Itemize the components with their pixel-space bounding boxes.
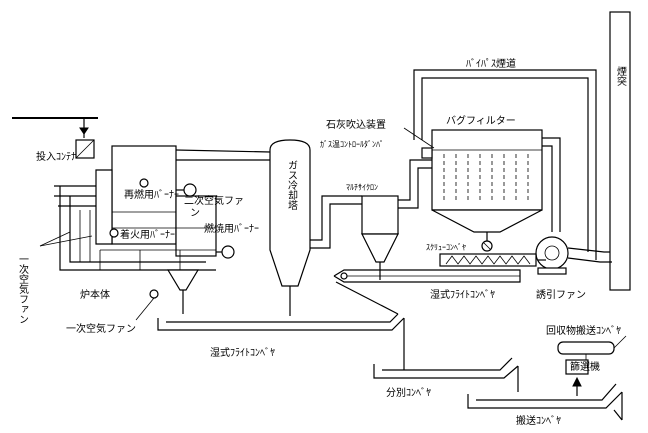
filter-outlet-duct bbox=[542, 137, 561, 232]
label-recovered-conveyor: 回収物搬送ｺﾝﾍﾞﾔ bbox=[546, 324, 621, 337]
label-secondary-air-fan-1: 二次空気ファ bbox=[184, 194, 244, 207]
multi-cyclone bbox=[361, 195, 399, 280]
label-sorting-conveyor: 分別ｺﾝﾍﾞﾔ bbox=[386, 387, 431, 399]
chimney bbox=[609, 11, 631, 291]
separator bbox=[565, 354, 589, 396]
secondary-air-fan-icon bbox=[176, 183, 197, 197]
lime-injector-pointer bbox=[403, 127, 435, 149]
label-wet-flight-conveyor-right: 湿式ﾌﾗｲﾄｺﾝﾍﾞﾔ bbox=[430, 288, 495, 301]
label-primary-air-fan: 一次空気ファン bbox=[66, 322, 136, 335]
induced-draft-fan bbox=[535, 236, 612, 275]
bypass-flue-duct bbox=[413, 69, 597, 260]
bag-filter bbox=[431, 129, 543, 252]
label-chimney: 煙突 bbox=[615, 66, 627, 87]
label-transport-conveyor: 搬送ｺﾝﾍﾞﾔ bbox=[516, 414, 561, 427]
recovered-conveyor bbox=[557, 335, 627, 355]
furnace-outlet-duct bbox=[175, 149, 271, 161]
label-wet-flight-conveyor-bottom: 湿式ﾌﾗｲﾄｺﾝﾍﾞﾔ bbox=[210, 346, 275, 359]
transport-conveyor bbox=[467, 383, 623, 421]
label-induced-draft-fan: 誘引ファン bbox=[536, 288, 586, 301]
label-primary-air-fan-vertical: 一次空気ファン bbox=[17, 254, 29, 324]
label-reburn-burner: 再燃用ﾊﾞｰﾅｰ bbox=[124, 188, 179, 201]
label-gas-cooling-tower: ガス冷却塔 bbox=[286, 160, 298, 211]
label-lime-injector: 石灰吹込装置 bbox=[326, 118, 386, 131]
label-bypass-flue: ﾊﾞｲﾊﾟｽ煙道 bbox=[466, 57, 516, 70]
ignition-burner-icon bbox=[109, 228, 119, 238]
label-separator: 篩選機 bbox=[570, 360, 600, 373]
primary-air-fan-icon bbox=[135, 289, 159, 321]
overhead-crane bbox=[12, 117, 98, 138]
label-ignition-burner: 着火用ﾊﾞｰﾅｰ bbox=[120, 228, 175, 241]
wet-flight-conveyor-bottom bbox=[157, 313, 405, 370]
label-secondary-air-fan-2: ン bbox=[190, 208, 200, 219]
gas-cooling-tower bbox=[269, 139, 311, 316]
primary-air-pointer-1 bbox=[39, 231, 71, 247]
reburn-burner-icon bbox=[139, 178, 149, 188]
label-screw-conveyor: ｽｸﾘｭｰｺﾝﾍﾞﾔ bbox=[426, 243, 466, 252]
label-gas-temp-damper: ｶﾞｽ温ｺﾝﾄﾛｰﾙﾀﾞﾝﾊﾟ bbox=[320, 140, 384, 149]
screw-conveyor bbox=[439, 253, 546, 267]
label-furnace-body: 炉本体 bbox=[80, 288, 110, 301]
furnace-body bbox=[54, 145, 217, 314]
filter-bags bbox=[443, 154, 529, 200]
tower-outlet-duct bbox=[310, 195, 362, 249]
input-container bbox=[75, 139, 95, 159]
label-multi-cyclone: ﾏﾙﾁｻｲｸﾛﾝ bbox=[346, 183, 378, 192]
label-bag-filter: バグフィルター bbox=[446, 114, 516, 127]
primary-air-pointer-2 bbox=[39, 235, 93, 247]
cyclone-outlet-duct bbox=[398, 159, 432, 209]
gas-temp-damper-icon bbox=[421, 147, 433, 159]
wet-flight-conveyor-right bbox=[333, 269, 521, 315]
combustion-burner-icon bbox=[216, 245, 235, 259]
sorting-conveyor bbox=[373, 357, 519, 392]
label-input-container: 投入ｺﾝﾃﾅ bbox=[36, 150, 76, 163]
label-combustion-burner: 燃焼用ﾊﾞｰﾅｰ bbox=[204, 222, 259, 235]
